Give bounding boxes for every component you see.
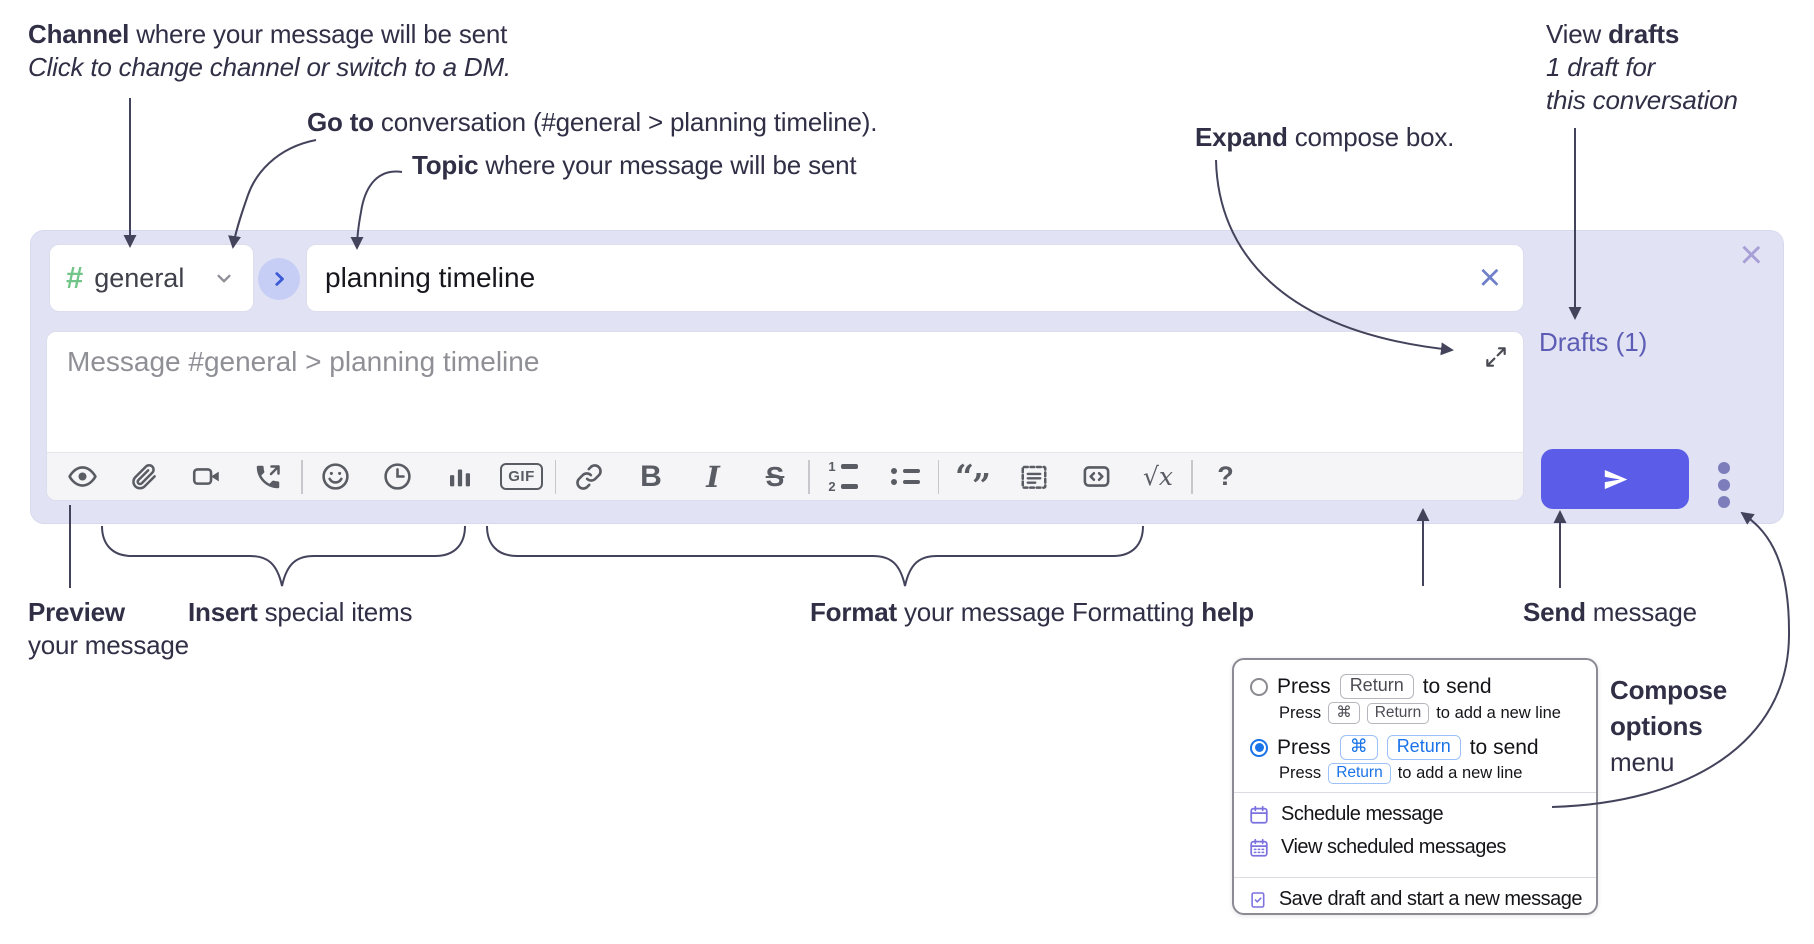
preview-eye-icon[interactable] [51,461,113,492]
ellipsis-dot [1718,479,1730,491]
toolbar-divider [937,459,939,494]
channel-selector-button[interactable]: # general [49,244,254,312]
expand-annotation: Expand compose box. [1195,122,1455,152]
message-input[interactable] [67,346,1432,438]
compose-toolbar: GIF B I S [47,452,1523,505]
toolbar-divider [1191,459,1193,494]
view-drafts-annotation: View drafts 1 draft for this conversatio… [1546,19,1738,115]
preview-annotation: Preview your message [28,597,189,660]
close-compose-icon[interactable]: × [1739,233,1763,277]
menu-item-save-draft[interactable]: Save draft and start a new message [1234,883,1596,916]
calendar-icon [1250,805,1268,824]
radio-selected-icon[interactable] [1250,738,1268,757]
send-option-cmd-return[interactable]: Press ⌘ Return to send [1234,731,1596,762]
message-box: GIF B I S [46,331,1524,505]
italic-icon[interactable]: I [706,459,720,494]
format-annotation: Format your message [810,597,1065,627]
compose-box: # general × [30,230,1784,524]
insert-annotation: Insert special items [188,597,413,627]
send-option-cmd-return-subtext: Press Return to add a new line [1279,763,1523,784]
save-draft-icon [1251,891,1265,908]
topic-input[interactable] [325,262,1475,294]
send-plane-icon [1604,469,1627,489]
toolbar-divider [808,459,810,494]
math-icon[interactable]: √x [1142,462,1174,491]
drafts-link[interactable]: Drafts (1) [1539,327,1648,357]
send-option-return[interactable]: Press Return to send [1234,670,1596,701]
calendar-grid-icon [1250,838,1268,857]
poll-icon[interactable] [429,462,491,492]
compose-options-annotation: Compose options menu [1610,675,1728,777]
insert-brace [101,525,466,587]
return-key: Return [1366,702,1430,724]
strikethrough-icon[interactable]: S [765,460,785,492]
bulleted-list-icon[interactable] [874,468,936,485]
expand-compose-icon[interactable] [1483,344,1509,375]
topic-input-container: × [306,244,1524,312]
code-icon[interactable] [1065,461,1127,492]
bold-icon[interactable]: B [640,459,662,493]
return-key: Return [1328,763,1391,784]
cmd-key: ⌘ [1328,702,1360,724]
return-key: Return [1386,735,1461,760]
spoiler-icon[interactable] [1003,462,1065,492]
schedule-section: Schedule message View scheduled messages [1234,792,1596,869]
channel-name: general [94,262,185,293]
attach-file-icon[interactable] [113,462,175,492]
cmd-key: ⌘ [1339,735,1378,760]
format-brace [486,525,1144,587]
quote-icon[interactable]: “” [955,456,991,505]
global-time-icon[interactable] [367,461,429,492]
formatting-help-icon[interactable]: ? [1217,461,1234,491]
message-area [47,332,1523,452]
menu-item-view-scheduled-messages[interactable]: View scheduled messages [1234,831,1596,864]
draft-section: Save draft and start a new message [1234,877,1596,921]
radio-unselected-icon[interactable] [1250,677,1268,696]
formatting-help-annotation: Formatting help [1072,597,1254,627]
gif-icon[interactable]: GIF [491,463,553,490]
goto-annotation: Go to conversation (#general > planning … [307,107,878,137]
ellipsis-dot [1718,496,1730,508]
numbered-list-icon[interactable] [812,459,874,494]
link-icon[interactable] [558,462,620,492]
compose-options-menu-button[interactable] [1712,462,1736,508]
channel-annotation: Channel where your message will be sent … [28,19,511,82]
compose-options-popup: Press Return to send Press ⌘ Return to a… [1232,658,1598,915]
toolbar-divider [301,459,303,494]
toolbar-divider [554,459,556,494]
voice-call-icon[interactable] [237,462,299,492]
send-annotation: Send message [1523,597,1697,627]
ellipsis-dot [1718,462,1730,474]
menu-item-schedule-message[interactable]: Schedule message [1234,798,1596,831]
chevron-right-icon [275,272,284,286]
video-call-icon[interactable] [175,461,237,492]
channel-hash-icon: # [66,260,84,295]
topic-annotation: Topic where your message will be sent [412,150,857,180]
emoji-icon[interactable] [305,461,367,492]
goto-conversation-button[interactable] [258,258,300,300]
clear-topic-icon[interactable]: × [1478,257,1501,299]
send-button[interactable] [1541,449,1689,509]
send-option-return-subtext: Press ⌘ Return to add a new line [1279,702,1586,724]
chevron-down-icon [217,274,231,283]
return-key: Return [1339,674,1414,699]
